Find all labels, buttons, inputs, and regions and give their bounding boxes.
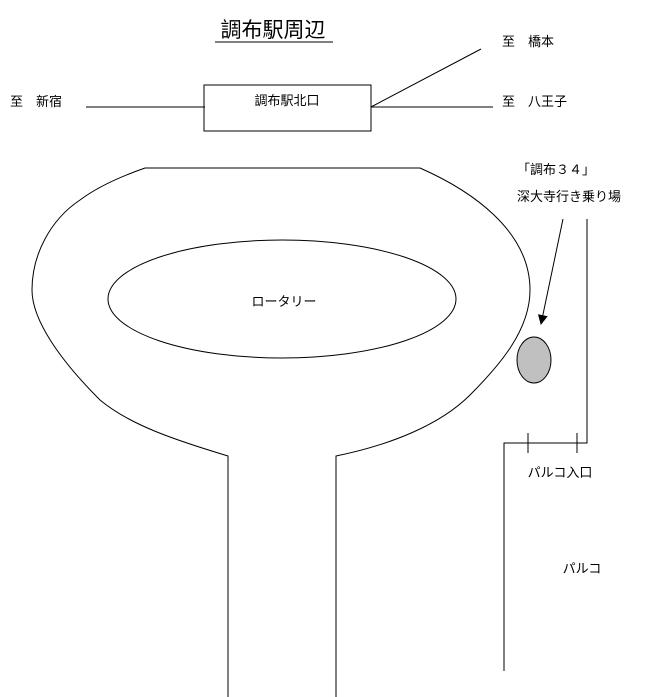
direction-hachioji-label: 至 八王子 <box>502 95 567 110</box>
direction-hashimoto-label: 至 橋本 <box>502 35 554 50</box>
direction-shinjuku-label: 至 新宿 <box>10 94 62 110</box>
bus-stop-marker <box>516 336 552 384</box>
parco-building-label: パルコ <box>563 562 602 577</box>
railway-line-hashimoto <box>370 48 482 108</box>
bus-stop-destination-label: 深大寺行き乗り場 <box>517 190 621 205</box>
rotary-island <box>107 239 457 359</box>
map-title: 調布駅周辺 <box>221 18 326 42</box>
station-north-exit-label: 調布駅北口 <box>254 94 319 109</box>
parco-building-outline <box>503 219 588 671</box>
parco-entrance-label: パルコ入口 <box>528 466 593 481</box>
station-north-exit-box <box>203 84 372 132</box>
rotary-label: ロータリー <box>251 295 316 310</box>
bus-stop-route-label: 「調布３４」 <box>517 163 595 178</box>
rotary-road-outline <box>31 167 531 697</box>
bus-stop-arrow <box>537 218 564 325</box>
